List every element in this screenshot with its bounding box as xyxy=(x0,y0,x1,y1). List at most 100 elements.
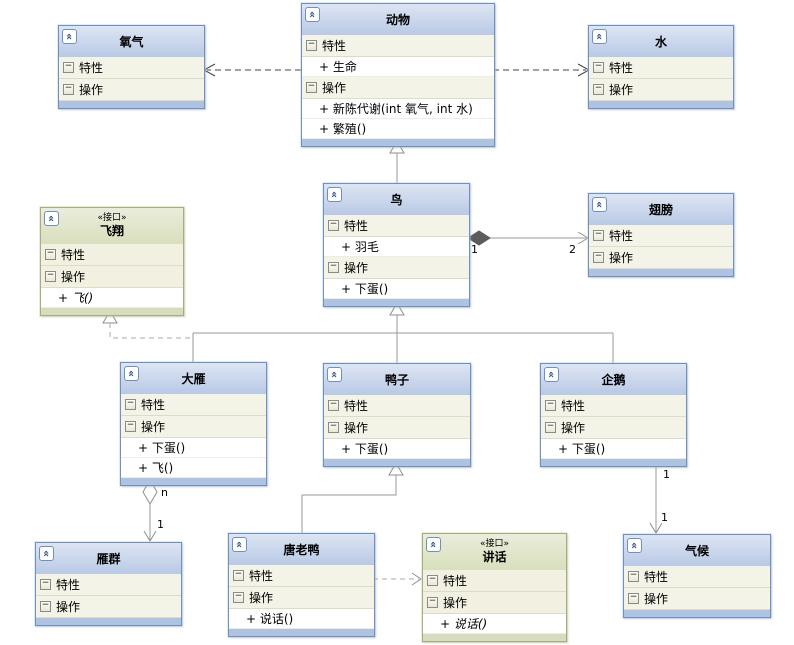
collapse-icon[interactable]: « xyxy=(305,7,320,22)
class-box-wild-goose[interactable]: « 大雁 − 特性 − 操作 + 下蛋() + 飞() xyxy=(120,362,267,486)
attributes-section[interactable]: − 特性 xyxy=(423,570,566,592)
realization-donald-talk[interactable] xyxy=(373,572,422,586)
attributes-section[interactable]: − 特性 xyxy=(121,394,266,416)
class-box-animal[interactable]: « 动物 − 特性 + 生命 − 操作 + 新陈代谢(int 氧气, int 水… xyxy=(301,3,495,147)
minus-toggle-icon[interactable]: − xyxy=(593,61,604,73)
association-penguin-climate[interactable] xyxy=(649,462,663,534)
minus-toggle-icon[interactable]: − xyxy=(328,421,339,433)
attributes-section[interactable]: − 特性 xyxy=(59,57,204,79)
collapse-icon[interactable]: « xyxy=(426,537,441,552)
operations-section[interactable]: − 操作 xyxy=(302,77,494,99)
minus-toggle-icon[interactable]: − xyxy=(427,574,438,586)
chevrons-up-icon: « xyxy=(327,190,341,199)
minus-toggle-icon[interactable]: − xyxy=(593,229,604,241)
dependency-animal-oxygen[interactable] xyxy=(202,63,301,77)
operations-section[interactable]: − 操作 xyxy=(36,596,181,618)
minus-toggle-icon[interactable]: − xyxy=(125,420,136,432)
aggregation-goose-flock[interactable] xyxy=(142,479,158,542)
minus-toggle-icon[interactable]: − xyxy=(545,421,556,433)
minus-toggle-icon[interactable]: − xyxy=(628,570,639,582)
attributes-section[interactable]: − 特性 xyxy=(541,395,686,417)
minus-toggle-icon[interactable]: − xyxy=(63,83,74,95)
chevrons-up-icon: « xyxy=(544,370,558,379)
attributes-section[interactable]: − 特性 xyxy=(324,395,470,417)
section-label: 操作 xyxy=(249,591,274,605)
minus-toggle-icon[interactable]: − xyxy=(593,83,604,95)
minus-toggle-icon[interactable]: − xyxy=(593,251,604,263)
operations-section[interactable]: − 操作 xyxy=(324,417,470,439)
collapse-icon[interactable]: « xyxy=(627,538,642,553)
attributes-section[interactable]: − 特性 xyxy=(589,225,733,247)
operations-section[interactable]: − 操作 xyxy=(423,592,566,614)
minus-toggle-icon[interactable]: − xyxy=(306,81,317,93)
minus-toggle-icon[interactable]: − xyxy=(427,596,438,608)
class-box-water[interactable]: « 水 − 特性 − 操作 xyxy=(588,25,734,109)
section-label: 特性 xyxy=(249,569,274,583)
attributes-section[interactable]: − 特性 xyxy=(324,215,469,237)
collapse-icon[interactable]: « xyxy=(232,537,247,552)
generalization-children-bird[interactable] xyxy=(192,302,614,363)
collapse-icon[interactable]: « xyxy=(592,197,607,212)
collapse-icon[interactable]: « xyxy=(62,29,77,44)
generalization-donald-duck[interactable] xyxy=(301,462,404,533)
collapse-icon[interactable]: « xyxy=(39,546,54,561)
minus-toggle-icon[interactable]: − xyxy=(328,399,339,411)
minus-toggle-icon[interactable]: − xyxy=(233,569,244,581)
attributes-section[interactable]: − 特性 xyxy=(36,574,181,596)
operations-section[interactable]: − 操作 xyxy=(589,79,733,101)
operations-section[interactable]: − 操作 xyxy=(41,266,183,288)
class-box-oxygen[interactable]: « 氧气 − 特性 − 操作 xyxy=(58,25,205,109)
minus-toggle-icon[interactable]: − xyxy=(328,219,339,231)
class-box-bird[interactable]: « 鸟 − 特性 + 羽毛 − 操作 + 下蛋() xyxy=(323,183,470,307)
minus-toggle-icon[interactable]: − xyxy=(233,591,244,603)
collapse-icon[interactable]: « xyxy=(44,211,59,226)
realization-goose-fly[interactable] xyxy=(102,310,193,339)
interface-box-talk[interactable]: « «接口» 讲话 − 特性 − 操作 + 说话() xyxy=(422,533,567,642)
operation-item: + 说话() xyxy=(423,614,566,634)
chevrons-up-icon: « xyxy=(305,10,319,19)
generalization-bird-animal[interactable] xyxy=(389,140,405,183)
minus-toggle-icon[interactable]: − xyxy=(125,398,136,410)
class-header: « 动物 xyxy=(302,4,494,35)
collapse-icon[interactable]: « xyxy=(327,187,342,202)
class-header: « 唐老鸭 xyxy=(229,534,374,565)
minus-toggle-icon[interactable]: − xyxy=(328,261,339,273)
class-footer xyxy=(589,101,733,108)
operation-item: + 飞() xyxy=(121,458,266,478)
class-box-wing[interactable]: « 翅膀 − 特性 − 操作 xyxy=(588,193,734,277)
attributes-section[interactable]: − 特性 xyxy=(229,565,374,587)
class-box-penguin[interactable]: « 企鹅 − 特性 − 操作 + 下蛋() xyxy=(540,363,687,467)
minus-toggle-icon[interactable]: − xyxy=(63,61,74,73)
dependency-animal-water[interactable] xyxy=(493,63,591,77)
interface-box-fly[interactable]: « «接口» 飞翔 − 特性 − 操作 + 飞() xyxy=(40,207,184,316)
collapse-icon[interactable]: « xyxy=(327,367,342,382)
minus-toggle-icon[interactable]: − xyxy=(306,39,317,51)
class-footer xyxy=(324,459,470,466)
operations-section[interactable]: − 操作 xyxy=(59,79,204,101)
class-box-donald-duck[interactable]: « 唐老鸭 − 特性 − 操作 + 说话() xyxy=(228,533,375,637)
operations-section[interactable]: − 操作 xyxy=(624,588,770,610)
collapse-icon[interactable]: « xyxy=(592,29,607,44)
minus-toggle-icon[interactable]: − xyxy=(40,600,51,612)
operations-section[interactable]: − 操作 xyxy=(229,587,374,609)
operations-section[interactable]: − 操作 xyxy=(121,416,266,438)
class-box-goose-flock[interactable]: « 雁群 − 特性 − 操作 xyxy=(35,542,182,626)
collapse-icon[interactable]: « xyxy=(544,367,559,382)
stereotype-label: «接口» xyxy=(97,212,127,223)
attributes-section[interactable]: − 特性 xyxy=(624,566,770,588)
class-box-climate[interactable]: « 气候 − 特性 − 操作 xyxy=(623,534,771,618)
collapse-icon[interactable]: « xyxy=(124,366,139,381)
operations-section[interactable]: − 操作 xyxy=(541,417,686,439)
operations-section[interactable]: − 操作 xyxy=(589,247,733,269)
attributes-section[interactable]: − 特性 xyxy=(589,57,733,79)
class-title: 水 xyxy=(654,35,667,49)
minus-toggle-icon[interactable]: − xyxy=(45,270,56,282)
minus-toggle-icon[interactable]: − xyxy=(628,592,639,604)
minus-toggle-icon[interactable]: − xyxy=(40,578,51,590)
attributes-section[interactable]: − 特性 xyxy=(302,35,494,57)
attributes-section[interactable]: − 特性 xyxy=(41,244,183,266)
class-box-duck[interactable]: « 鸭子 − 特性 − 操作 + 下蛋() xyxy=(323,363,471,467)
minus-toggle-icon[interactable]: − xyxy=(545,399,556,411)
minus-toggle-icon[interactable]: − xyxy=(45,248,56,260)
operations-section[interactable]: − 操作 xyxy=(324,257,469,279)
